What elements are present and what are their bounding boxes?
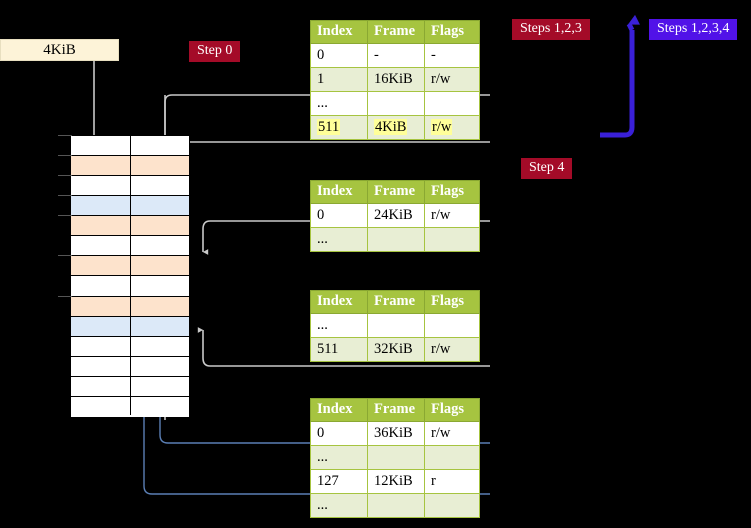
memory-tick <box>58 255 72 257</box>
size-label-text: 4KiB <box>43 41 76 58</box>
memory-column-divider <box>130 136 131 415</box>
table-cell <box>424 445 480 470</box>
column-header-flags: Flags <box>424 290 480 314</box>
table-cell: 1 <box>310 67 368 92</box>
table-cell: r/w <box>424 421 480 446</box>
table-cell: r <box>424 469 480 494</box>
table-cell: 127 <box>310 469 368 494</box>
table-row[interactable]: 511 4KiB r/w <box>310 115 480 140</box>
table-cell: 0 <box>310 43 368 68</box>
column-header-flags: Flags <box>424 398 480 422</box>
column-header-index: Index <box>310 290 368 314</box>
table-row[interactable]: ... <box>310 313 480 338</box>
table-cell: - <box>367 43 425 68</box>
table-row[interactable]: ... <box>310 227 480 252</box>
table-cell <box>367 493 425 518</box>
wire-l4-511-to-frame <box>154 141 490 161</box>
badge-step-4: Step 4 <box>521 158 573 179</box>
column-header-frame: Frame <box>367 180 425 204</box>
badge-steps-1-2-3: Steps 1,2,3 <box>512 19 590 40</box>
wire-l4-walk <box>164 94 490 420</box>
bracket-arrow-steps1234 <box>600 14 640 138</box>
column-header-flags: Flags <box>424 20 480 44</box>
memory-tick <box>58 195 72 197</box>
table-cell: ... <box>310 493 368 518</box>
table-cell: r/w <box>424 115 480 140</box>
size-label-box: 4KiB <box>0 39 119 61</box>
table-cell: r/w <box>424 337 480 362</box>
badge-step-0: Step 0 <box>189 41 241 62</box>
table-row[interactable]: ... <box>310 91 480 116</box>
column-header-index: Index <box>310 398 368 422</box>
table-row[interactable]: 0-- <box>310 43 480 68</box>
table-cell: ... <box>310 227 368 252</box>
column-header-frame: Frame <box>367 290 425 314</box>
column-header-frame: Frame <box>367 398 425 422</box>
highlighted-value: r/w <box>431 118 453 135</box>
wire-4kib-to-memory <box>89 50 100 146</box>
table-cell: 0 <box>310 421 368 446</box>
table-cell: 32KiB <box>367 337 425 362</box>
table-cell: ... <box>310 313 368 338</box>
table-cell: 511 <box>310 115 368 140</box>
memory-tick <box>58 295 72 297</box>
column-header-index: Index <box>310 180 368 204</box>
table-cell: 36KiB <box>367 421 425 446</box>
table-cell: r/w <box>424 67 480 92</box>
table-cell: ... <box>310 91 368 116</box>
table-cell <box>367 445 425 470</box>
table-cell: 4KiB <box>367 115 425 140</box>
memory-tick <box>58 155 72 157</box>
table-cell: r/w <box>424 203 480 228</box>
table-cell <box>424 227 480 252</box>
memory-tick <box>58 215 72 217</box>
table-cell <box>424 493 480 518</box>
table-cell: - <box>424 43 480 68</box>
column-header-index: Index <box>310 20 368 44</box>
table-cell: 12KiB <box>367 469 425 494</box>
table-cell <box>367 91 425 116</box>
table-cell: 0 <box>310 203 368 228</box>
column-header-flags: Flags <box>424 180 480 204</box>
table-cell <box>367 313 425 338</box>
table-cell <box>424 91 480 116</box>
badge-steps-1-2-3-4: Steps 1,2,3,4 <box>649 19 738 40</box>
table-row[interactable]: ... <box>310 493 480 518</box>
highlighted-value: 4KiB <box>374 118 408 135</box>
table-row[interactable]: ... <box>310 445 480 470</box>
table-cell: 16KiB <box>367 67 425 92</box>
table-cell: 511 <box>310 337 368 362</box>
highlighted-value: 511 <box>317 118 341 135</box>
table-cell: 24KiB <box>367 203 425 228</box>
memory-tick <box>58 175 72 177</box>
memory-tick <box>58 135 72 136</box>
table-cell <box>367 227 425 252</box>
table-cell: ... <box>310 445 368 470</box>
table-cell <box>424 313 480 338</box>
column-header-frame: Frame <box>367 20 425 44</box>
